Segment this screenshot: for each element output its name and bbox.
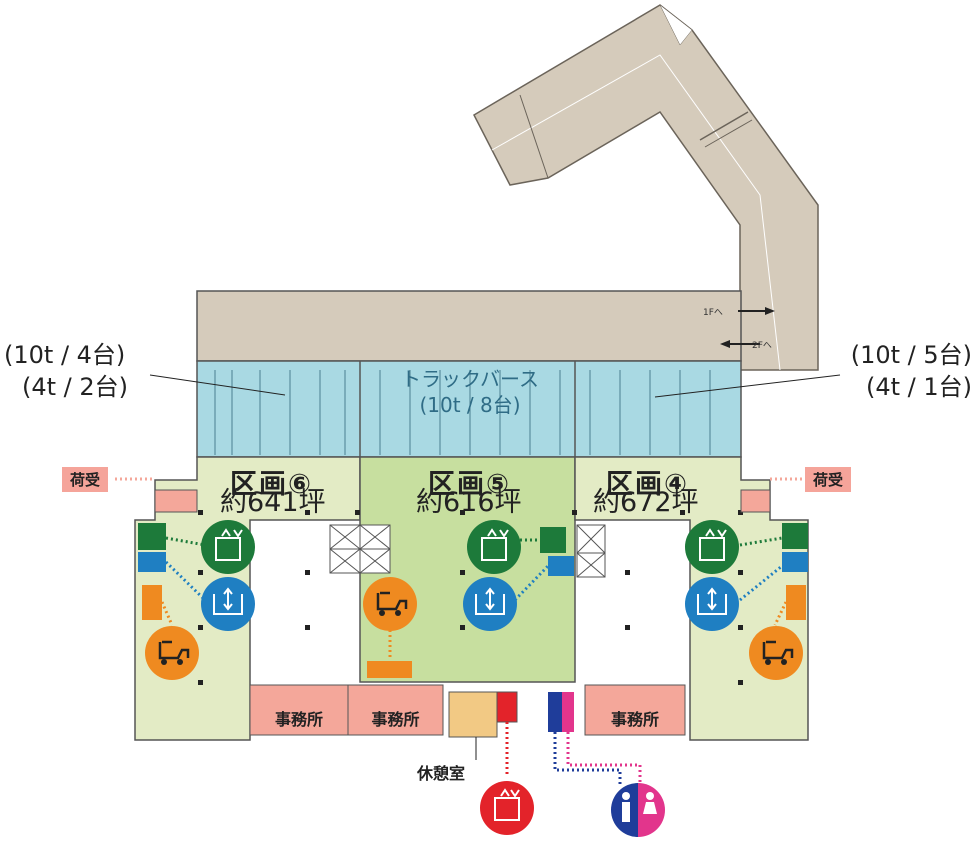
receiving-right: 荷受: [805, 467, 852, 492]
truck-berth-capacity: (10t / 8台): [419, 393, 521, 417]
equipment-blocks: [138, 523, 808, 678]
freight-elevator-icon: [685, 520, 739, 574]
vertical-lift-icon: [201, 577, 255, 631]
vertical-lift-icon: [685, 577, 739, 631]
vertical-lift-icon: [463, 577, 517, 631]
truck-berth: [196, 360, 742, 458]
office-1: 事務所: [274, 710, 323, 729]
section-5-area: [359, 456, 576, 683]
freight-elevator-icon: [467, 520, 521, 574]
office-3: 事務所: [610, 710, 659, 729]
receiving-left: 荷受: [62, 467, 109, 492]
rest-room-label: 休憩室: [417, 764, 466, 783]
restroom-icon: [611, 783, 665, 837]
void-markers: [329, 524, 606, 578]
driveway: [196, 290, 742, 362]
truck-berth-name: トラックバース: [401, 367, 539, 391]
right-capacity-line2: (4t / 1台): [865, 373, 972, 401]
left-capacity-line1: (10t / 4台): [4, 341, 126, 369]
section-4-title: 区画④: [606, 469, 689, 500]
forklift-icon: [749, 626, 803, 680]
right-capacity-line1: (10t / 5台): [850, 341, 972, 369]
office-2: 事務所: [371, 710, 420, 729]
freight-elevator-icon: [201, 520, 255, 574]
section-6-size: 約641坪: [220, 487, 326, 518]
truck-berth-label: トラックバース (10t / 8台): [370, 366, 570, 418]
section-6-title: 区画⑥: [230, 469, 313, 500]
forklift-icon: [145, 626, 199, 680]
pillars: [198, 510, 743, 685]
forklift-icon: [363, 577, 417, 631]
ramp-label-2f: 2Fへ: [752, 341, 772, 351]
ramp-label-1f: 1Fへ: [703, 308, 723, 318]
passenger-elevator-icon: [480, 781, 534, 835]
office-blocks: [249, 684, 686, 738]
section-5-size: 約616坪: [416, 487, 522, 518]
section-5-title: 区画⑤: [428, 469, 511, 500]
connectors: [115, 477, 805, 785]
section-4-size: 約672坪: [593, 487, 699, 518]
left-capacity-line2: (4t / 2台): [22, 373, 129, 401]
